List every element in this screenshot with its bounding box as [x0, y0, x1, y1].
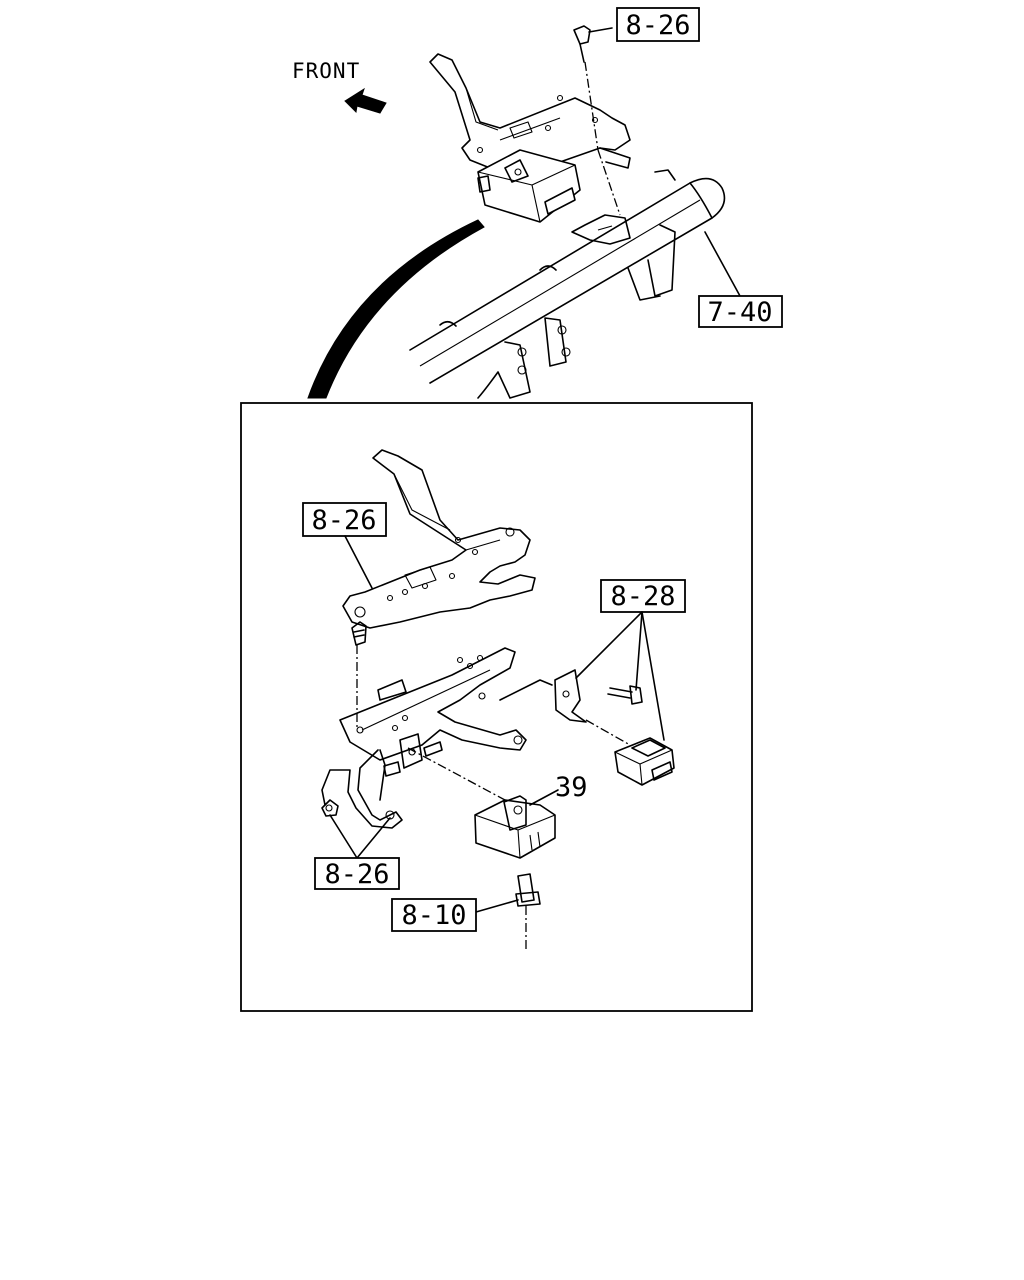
detail-middle-bracket [321, 647, 553, 829]
upper-bracket-assembly [429, 25, 631, 223]
detail-connector [554, 669, 675, 786]
upper-assembly-view: FRONT [292, 7, 783, 399]
detail-frame [240, 402, 753, 1012]
callout-detail-harness-text: 8-10 [401, 900, 466, 931]
callout-detail-bracket-text: 8-26 [311, 505, 376, 536]
front-arrow-icon [344, 87, 387, 114]
callout-detail-harness: 8-10 [391, 898, 477, 932]
callout-detail-fasteners-text: 8-26 [324, 859, 389, 890]
callout-top-bolt-text: 8-26 [625, 10, 690, 41]
front-label: FRONT [292, 59, 360, 83]
detail-view: 39 8-26 8-28 8-26 [240, 402, 753, 1012]
callout-top-bolt: 8-26 [616, 7, 700, 42]
callout-unit-text: 39 [555, 772, 588, 803]
callout-detail-connector: 8-28 [575, 579, 686, 741]
callout-steering-support: 7-40 [698, 231, 783, 328]
steering-support-beam [409, 169, 726, 399]
detail-upper-bracket [342, 449, 536, 629]
detail-unit-39: 39 [407, 747, 588, 859]
callout-detail-bracket: 8-26 [302, 502, 387, 589]
detail-screw [351, 621, 367, 728]
detail-harness-connector [475, 873, 541, 950]
detail-pointer [307, 219, 485, 399]
callout-steering-support-text: 7-40 [707, 297, 772, 328]
callout-detail-connector-text: 8-28 [610, 581, 675, 612]
callout-detail-fasteners: 8-26 [314, 814, 400, 890]
